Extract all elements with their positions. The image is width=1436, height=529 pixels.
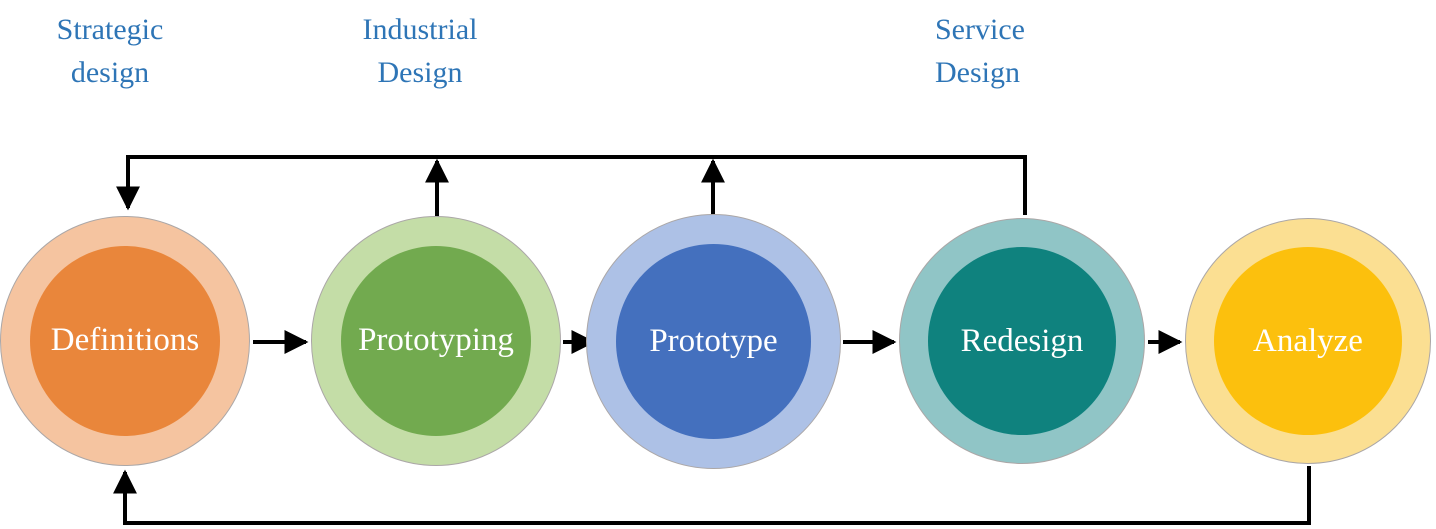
stage-outer-ring: Prototyping <box>311 216 561 466</box>
stage-outer-ring: Definitions <box>0 216 250 466</box>
feedback-line-bottom <box>113 466 1311 525</box>
feedback-line-top <box>116 155 1027 215</box>
stage-outer-ring: Prototype <box>586 214 841 469</box>
stage-label: Prototyping <box>358 322 514 359</box>
stage-label: Prototype <box>649 322 778 359</box>
stage-outer-ring: Analyze <box>1185 218 1431 464</box>
phase-label-strategic-design: Strategic design <box>56 13 164 89</box>
stage-inner-circle: Prototyping <box>340 245 532 437</box>
stage-label: Definitions <box>50 322 200 359</box>
phase-label-industrial-design: Industrial Design <box>362 13 478 89</box>
phase-label-service-design: Service Design <box>935 13 1025 89</box>
stage-definitions: Definitions <box>0 216 250 466</box>
stage-analyze: Analyze <box>1185 218 1431 464</box>
stage-redesign: Redesign <box>899 218 1145 464</box>
stage-label: Redesign <box>960 322 1084 359</box>
stage-prototype: Prototype <box>586 214 841 469</box>
stage-inner-circle: Prototype <box>616 244 811 439</box>
stage-inner-circle: Definitions <box>29 245 221 437</box>
stage-label: Analyze <box>1253 322 1363 359</box>
stage-prototyping: Prototyping <box>311 216 561 466</box>
stage-inner-circle: Redesign <box>928 247 1116 435</box>
stage-inner-circle: Analyze <box>1214 247 1402 435</box>
stage-outer-ring: Redesign <box>899 218 1145 464</box>
